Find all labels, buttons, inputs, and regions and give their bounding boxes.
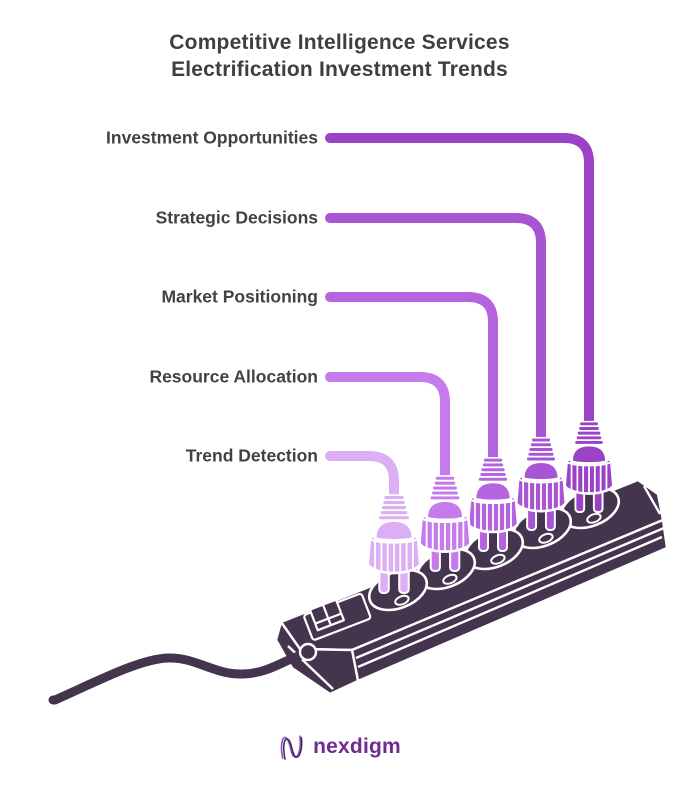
power-cord	[48, 642, 318, 705]
strip-seam-2	[357, 535, 663, 669]
strip-seam-1	[355, 526, 665, 660]
power-switch	[303, 592, 372, 641]
logo-text: nexdigm	[313, 735, 401, 758]
cable-market-positioning	[325, 292, 498, 468]
label-strategic-decisions: Strategic Decisions	[155, 207, 318, 228]
page-title: Competitive Intelligence Services Electr…	[0, 29, 679, 83]
strip-seam-right	[642, 485, 662, 515]
label-market-positioning: Market Positioning	[161, 286, 318, 307]
cable-trend-detection	[325, 451, 399, 507]
cable-resource-allocation	[325, 372, 450, 488]
label-trend-detection: Trend Detection	[185, 445, 318, 466]
nexdigm-logo-icon	[280, 735, 303, 760]
cables	[325, 133, 594, 507]
title-line-1: Competitive Intelligence Services	[169, 31, 510, 54]
label-investment-opportunities: Investment Opportunities	[106, 127, 318, 148]
cable-strategic-decisions	[325, 213, 546, 447]
cable-investment-opportunities	[325, 133, 594, 429]
title-line-2: Electrification Investment Trends	[171, 58, 508, 81]
label-resource-allocation: Resource Allocation	[149, 366, 318, 387]
logo: nexdigm	[0, 731, 679, 763]
